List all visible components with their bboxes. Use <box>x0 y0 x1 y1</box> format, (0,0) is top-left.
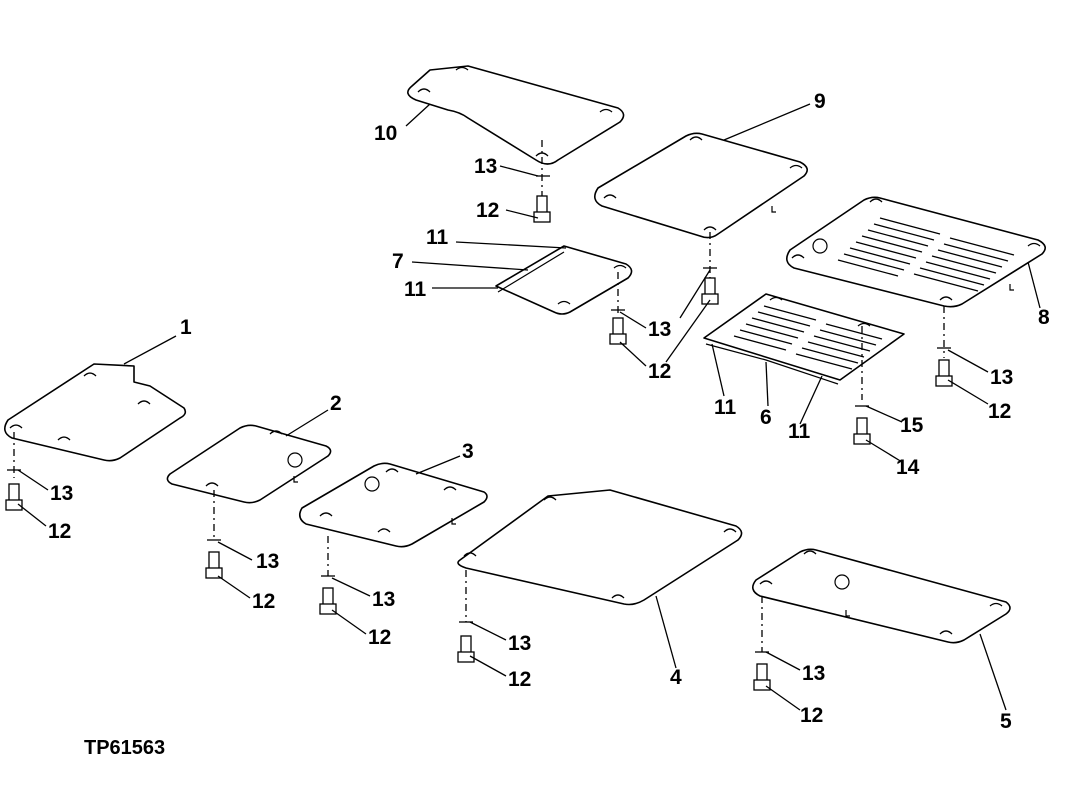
plate-2 <box>166 424 332 504</box>
callout-12: 12 <box>800 704 823 727</box>
callout-13: 13 <box>256 550 279 573</box>
fastener-8 <box>935 306 953 387</box>
callout-12: 12 <box>368 626 391 649</box>
callout-12: 12 <box>988 400 1011 423</box>
callout-7: 7 <box>392 250 404 273</box>
callout-2: 2 <box>330 392 342 415</box>
callout-12: 12 <box>648 360 671 383</box>
callout-13: 13 <box>508 632 531 655</box>
plate-7 <box>495 245 633 315</box>
fastener-9 <box>701 232 719 305</box>
callout-3: 3 <box>462 440 474 463</box>
callout-13: 13 <box>802 662 825 685</box>
plate-8 <box>786 196 1046 308</box>
callout-13: 13 <box>474 155 497 178</box>
fastener-6 <box>853 326 871 445</box>
callout-4: 4 <box>670 666 682 689</box>
callout-12: 12 <box>508 668 531 691</box>
plate-5 <box>752 548 1011 644</box>
callout-13: 13 <box>648 318 671 341</box>
callout-10: 10 <box>374 122 397 145</box>
callout-14: 14 <box>896 456 920 479</box>
callout-11: 11 <box>404 278 427 301</box>
callout-8: 8 <box>1038 306 1050 329</box>
plate-10 <box>407 65 625 165</box>
callout-5: 5 <box>1000 710 1012 733</box>
callout-12: 12 <box>48 520 71 543</box>
callout-labels: 10 13 12 9 11 7 11 13 12 8 13 12 11 6 11… <box>48 90 1050 733</box>
callout-6: 6 <box>760 406 772 429</box>
fastener-7 <box>609 272 627 345</box>
fastener-5 <box>753 596 771 691</box>
plate-3 <box>298 462 488 548</box>
callout-11: 11 <box>426 226 449 249</box>
callout-13: 13 <box>50 482 73 505</box>
callout-13: 13 <box>990 366 1013 389</box>
plate-6 <box>703 293 905 385</box>
callout-15: 15 <box>900 414 924 437</box>
plate-9 <box>594 132 808 239</box>
callout-11: 11 <box>714 396 737 419</box>
plate-6-vents <box>733 305 883 370</box>
leader-lines <box>17 103 1041 711</box>
plate-8-vents <box>837 217 1015 292</box>
callout-11: 11 <box>788 420 811 443</box>
fastener-3 <box>319 536 337 615</box>
fastener-2 <box>205 490 223 579</box>
callout-9: 9 <box>814 90 826 113</box>
figure-reference: TP61563 <box>84 737 165 759</box>
callout-1: 1 <box>180 316 192 339</box>
callout-12: 12 <box>476 199 499 222</box>
plate-1 <box>4 363 187 462</box>
callout-13: 13 <box>372 588 395 611</box>
plate-4 <box>457 489 743 606</box>
fastener-10 <box>533 140 551 223</box>
fastener-4 <box>457 570 475 663</box>
callout-12: 12 <box>252 590 275 613</box>
